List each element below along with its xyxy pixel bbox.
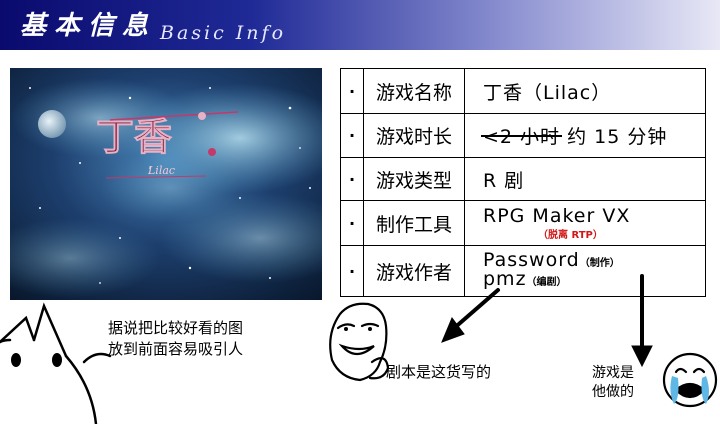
cat-eye-icon xyxy=(11,353,21,367)
strike-line xyxy=(481,134,563,137)
tool-name: RPG Maker VX xyxy=(483,205,631,227)
arrow-left-down-icon xyxy=(441,288,500,343)
cat-doodle-icon xyxy=(0,302,112,424)
bullet: · xyxy=(340,113,364,158)
cover-logo-cn: 丁香 xyxy=(96,114,172,159)
cat-caption: 据说把比较好看的图 放到前面容易吸引人 xyxy=(108,318,243,360)
author-role: （制作） xyxy=(579,258,620,269)
tear-icon xyxy=(670,376,679,404)
writer-name: pmz xyxy=(483,268,527,290)
row-key: 制作工具 xyxy=(363,200,465,246)
banner-title-en: Basic Info xyxy=(160,22,287,44)
struck-text: <2 小时 xyxy=(483,126,561,148)
cover-image: 丁香 Lilac xyxy=(10,68,322,300)
tear-icon xyxy=(701,376,709,404)
table-row: · 游戏时长 <2 小时 约 15 分钟 xyxy=(340,113,706,158)
row-value: Password（制作） pmz（编剧） xyxy=(464,245,706,297)
banner-title-cn: 基本信息 xyxy=(20,11,157,41)
face-caption: 剧本是这货写的 xyxy=(386,363,492,381)
writer-role: （编剧） xyxy=(526,277,567,288)
author-name: Password xyxy=(483,249,580,271)
smirk-face-icon xyxy=(329,302,390,382)
row-value: <2 小时 约 15 分钟 xyxy=(464,113,706,158)
bullet: · xyxy=(340,245,364,297)
cover-logo-en: Lilac xyxy=(147,164,175,177)
bullet: · xyxy=(340,200,364,246)
row-key: 游戏类型 xyxy=(363,157,465,201)
row-key: 游戏作者 xyxy=(363,245,465,297)
struck-value: <2 小时 xyxy=(481,122,563,149)
crying-caption-line1: 游戏是 xyxy=(592,365,634,381)
arrow-down-icon xyxy=(631,274,653,368)
author-line-2: pmz（编剧） xyxy=(483,268,705,290)
table-row: · 游戏类型 R 剧 xyxy=(340,157,706,201)
row-value: RPG Maker VX （脱离 RTP） xyxy=(464,200,706,246)
cat-caption-line2: 放到前面容易吸引人 xyxy=(108,340,244,358)
cat-caption-line1: 据说把比较好看的图 xyxy=(108,319,244,337)
author-line-1: Password（制作） xyxy=(483,249,705,271)
tool-note: （脱离 RTP） xyxy=(538,230,603,241)
cat-eye-icon xyxy=(52,353,62,367)
header-banner: 基本信息 Basic Info xyxy=(0,0,720,50)
crying-caption-line2: 他做的 xyxy=(592,384,634,400)
table-row: · 游戏作者 Password（制作） pmz（编剧） xyxy=(340,245,706,297)
row-value: R 剧 xyxy=(464,157,706,201)
duration-value: 约 15 分钟 xyxy=(567,126,668,148)
crying-caption: 游戏是 他做的 xyxy=(592,364,634,402)
table-row: · 制作工具 RPG Maker VX （脱离 RTP） xyxy=(340,200,706,246)
row-key: 游戏时长 xyxy=(363,113,465,158)
info-table: · 游戏名称 丁香（Lilac） · 游戏时长 <2 小时 约 15 分钟 · … xyxy=(340,68,706,297)
